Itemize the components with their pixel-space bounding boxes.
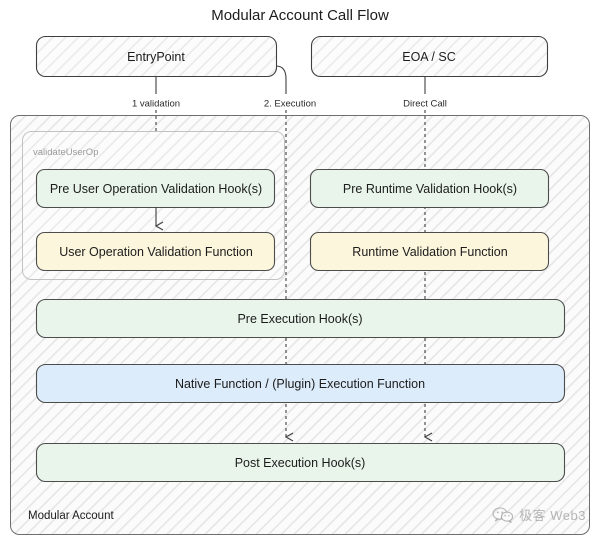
validate-user-op-group-label: validateUserOp: [33, 147, 99, 158]
modular-account-container-label: Modular Account: [28, 510, 114, 522]
post-execution-hook-label: Post Execution Hook(s): [234, 455, 366, 470]
native-plugin-execution-function-label: Native Function / (Plugin) Execution Fun…: [174, 376, 426, 391]
edge-execution: [275, 65, 287, 94]
eoa-sc-box: [310, 35, 549, 78]
runtime-validation-function-label: Runtime Validation Function: [352, 244, 508, 259]
runtime-validation-function-box: [309, 231, 550, 272]
pre-execution-hook-box: [35, 298, 566, 339]
native-plugin-execution-function-box: [35, 363, 566, 404]
entrypoint-label: EntryPoint: [127, 49, 185, 64]
eoa-sc-label: EOA / SC: [402, 49, 456, 64]
watermark-text: 极客 Web3: [519, 508, 586, 523]
edge-label-direct-call: Direct Call: [403, 98, 447, 110]
pre-runtime-validation-hook-label: Pre Runtime Validation Hook(s): [342, 181, 518, 196]
wechat-icon: [492, 506, 514, 523]
edge-label-execution: 2. Execution: [263, 98, 317, 110]
pre-user-op-validation-hook-label: Pre User Operation Validation Hook(s): [49, 181, 263, 196]
user-op-validation-function-label: User Operation Validation Function: [59, 244, 253, 259]
entrypoint-box: [35, 35, 278, 78]
pre-runtime-validation-hook-box: [309, 168, 550, 209]
pre-execution-hook-label: Pre Execution Hook(s): [237, 311, 363, 326]
watermark: 极客 Web3: [492, 505, 586, 524]
page-title: Modular Account Call Flow: [211, 7, 389, 24]
post-execution-hook-box: [35, 442, 566, 483]
user-op-validation-function-box: [35, 231, 276, 272]
edge-label-validation: 1 validation: [131, 98, 181, 110]
